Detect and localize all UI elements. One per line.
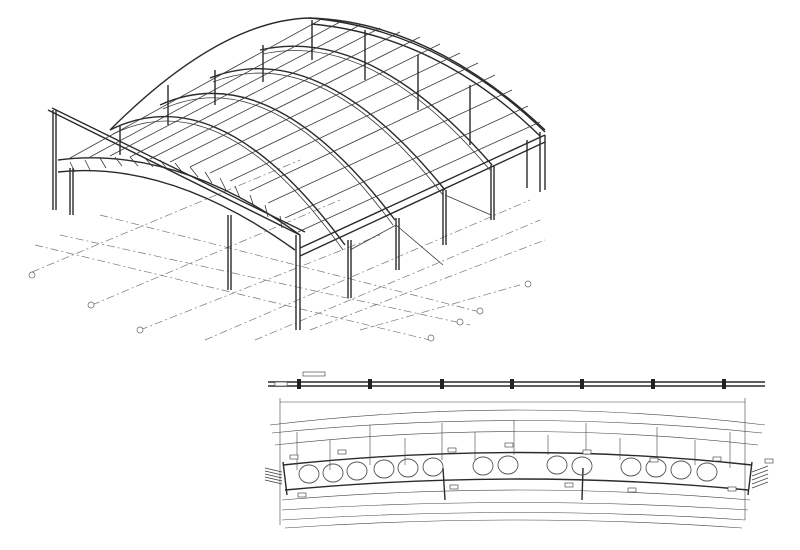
grid-bubble [427, 334, 435, 342]
isometric-view [28, 17, 546, 342]
front-arch-truss [47, 107, 306, 251]
annotation-tag [302, 371, 326, 377]
top-chord [282, 451, 753, 466]
eave-beam [299, 141, 546, 257]
grid-bubble [136, 326, 144, 334]
grid-bubble [456, 318, 464, 326]
roof-posts [119, 20, 471, 155]
leader-lines [296, 420, 731, 470]
plan-nodes [297, 379, 726, 389]
annotation-tag [274, 381, 288, 387]
bracing [349, 194, 492, 266]
gridlines [31, 159, 546, 341]
back-arch-truss [309, 17, 546, 133]
intermediate-arches [109, 45, 493, 251]
end-supports [264, 465, 769, 489]
grid-bubble [476, 307, 484, 315]
grid-bubble [524, 280, 532, 288]
bottom-chord [284, 478, 749, 491]
grid-bubble [28, 271, 36, 279]
annotation-tags [289, 442, 774, 498]
truss-elevation-view [264, 398, 774, 529]
back-arch-truss [311, 23, 541, 137]
ridge-outline [109, 17, 546, 131]
columns [52, 110, 546, 330]
eave-beam [299, 134, 546, 249]
grid-bubbles [28, 271, 532, 342]
grid-bubble [87, 301, 95, 309]
truss-plan-view [268, 371, 765, 389]
